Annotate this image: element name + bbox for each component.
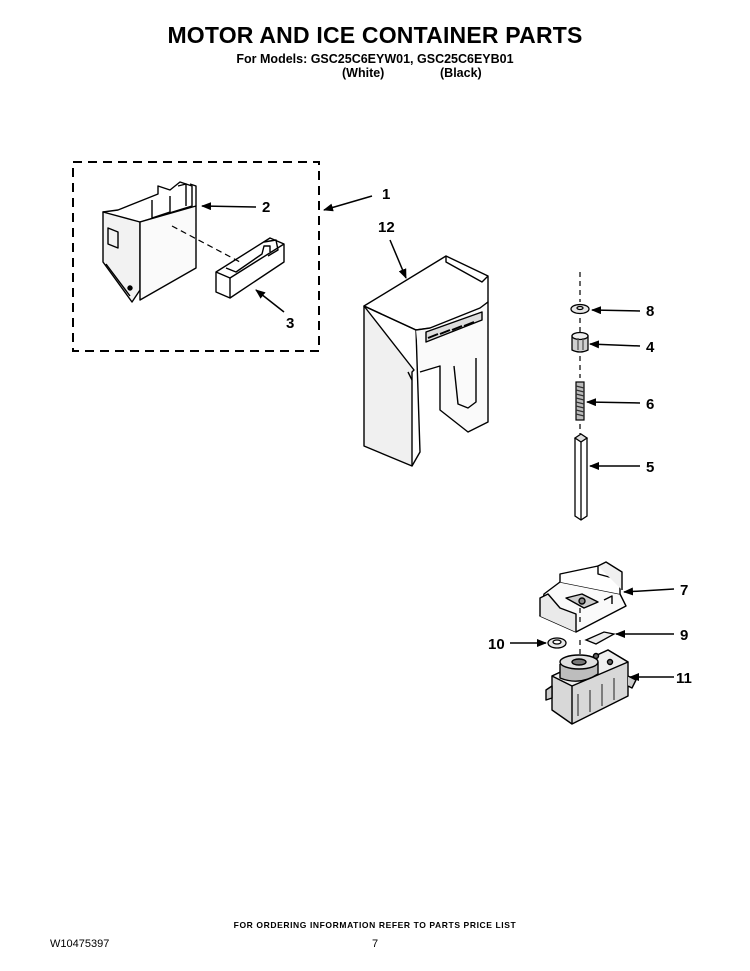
arrow-3: [255, 289, 285, 313]
document-number: W10475397: [50, 938, 110, 950]
arrow-1: [323, 195, 373, 212]
callout-12: 12: [378, 219, 395, 236]
callout-10: 10: [488, 636, 505, 653]
callout-7: 7: [680, 582, 688, 599]
callout-4: 4: [646, 339, 655, 356]
arrow-2: [201, 202, 257, 211]
arrow-8: [591, 306, 641, 315]
part-5-drive-shaft: [573, 433, 589, 521]
callout-8: 8: [646, 303, 654, 320]
callout-5: 5: [646, 459, 654, 476]
part-2-ice-bin-bracket: [102, 181, 197, 303]
part-4-nut: [571, 331, 589, 353]
callout-11: 11: [676, 670, 692, 687]
callout-1: 1: [382, 186, 390, 203]
callout-3: 3: [286, 315, 294, 332]
arrow-6: [586, 398, 641, 407]
variant-black-label: (Black): [440, 66, 482, 80]
arrow-12: [389, 239, 407, 279]
part-9-gasket: [584, 631, 616, 645]
part-10-washer: [547, 637, 567, 649]
part-6-threaded-rod: [575, 381, 585, 421]
part-12-ice-container-cover: [363, 255, 489, 467]
page-title: MOTOR AND ICE CONTAINER PARTS: [167, 22, 583, 48]
part-3-slider: [215, 237, 285, 299]
arrow-7: [623, 587, 675, 596]
models-line: For Models: GSC25C6EYW01, GSC25C6EYB01: [236, 52, 514, 66]
callout-9: 9: [680, 627, 688, 644]
part-8-washer: [570, 303, 590, 315]
callout-6: 6: [646, 396, 654, 413]
part-11-auger-motor: [545, 649, 637, 725]
page-number: 7: [372, 938, 379, 950]
callout-2: 2: [262, 199, 270, 216]
part-2-3-alignment-dash: [171, 225, 241, 263]
kit-dashed-box: [72, 161, 320, 352]
ordering-note: FOR ORDERING INFORMATION REFER TO PARTS …: [233, 920, 517, 930]
variant-white-label: (White): [342, 66, 385, 80]
arrow-4: [589, 340, 641, 349]
part-7-motor-bracket: [539, 561, 627, 633]
